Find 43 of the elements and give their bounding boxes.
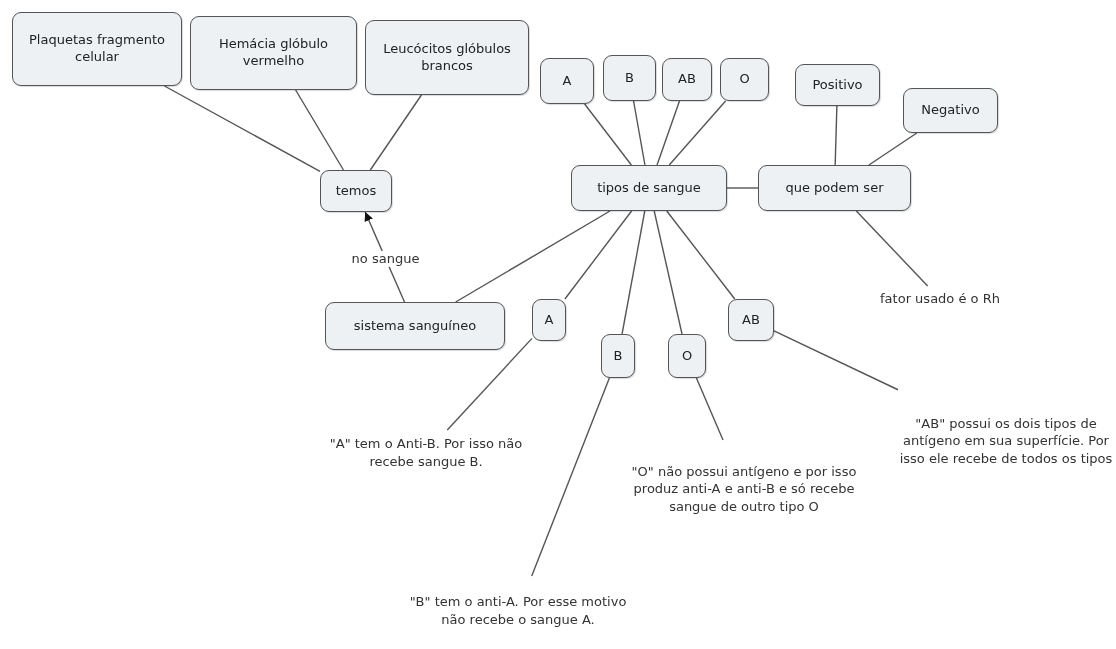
connector-line <box>369 94 423 171</box>
concept-box: Plaquetas fragmento celular <box>12 12 182 86</box>
connector-line <box>653 210 683 335</box>
concept-box: AB <box>728 299 774 341</box>
connector-line <box>531 377 611 577</box>
concept-box: sistema sanguíneo <box>325 302 505 350</box>
connector-line <box>583 103 633 166</box>
note-text: fator usado é o Rh <box>855 286 1025 312</box>
concept-box: A <box>540 58 594 104</box>
connector-line <box>773 330 899 391</box>
concept-box: AB <box>662 58 712 101</box>
edge-label: no sangue <box>349 250 422 267</box>
concept-box: Positivo <box>795 64 880 106</box>
connector-line <box>656 100 681 166</box>
connector-line <box>855 210 929 287</box>
connector-line <box>294 89 345 171</box>
note-text: "A" tem o Anti-B. Por isso não recebe sangue B. <box>306 430 546 476</box>
concept-box: Negativo <box>903 88 998 133</box>
concept-box: B <box>603 55 656 101</box>
connector-line <box>666 210 736 300</box>
concept-box: tipos de sangue <box>571 165 727 211</box>
note-text: "B" tem o anti-A. Por esse motivo não recebe o sangue A. <box>400 576 636 646</box>
concept-box: O <box>668 334 706 378</box>
concept-box: Hemácia glóbulo vermelho <box>190 16 357 90</box>
note-text: "AB" possui os dois tipos de antígeno em sua superfície. Por isso ele recebe de todos os tipos <box>898 380 1114 502</box>
connector-line <box>632 100 646 166</box>
concept-box: A <box>532 299 566 341</box>
connector-line <box>668 100 727 166</box>
connector-line <box>163 85 321 172</box>
connector-line <box>621 210 646 335</box>
connector-line <box>455 210 611 303</box>
connector-line <box>868 132 918 166</box>
connector-line <box>564 210 633 300</box>
connector-line <box>834 105 838 166</box>
concept-box: Leucócitos glóbulos brancos <box>365 20 529 95</box>
concept-box: temos <box>320 170 392 212</box>
note-text: "O" não possui antígeno e por isso produz anti-A e anti-B e só recebe sangue de outro tipo O <box>626 440 862 538</box>
connector-line <box>695 377 724 441</box>
connector-line <box>446 337 533 431</box>
connector-line <box>726 187 759 189</box>
concept-box: que podem ser <box>758 165 911 211</box>
concept-box: B <box>601 334 635 378</box>
concept-box: O <box>720 58 769 101</box>
